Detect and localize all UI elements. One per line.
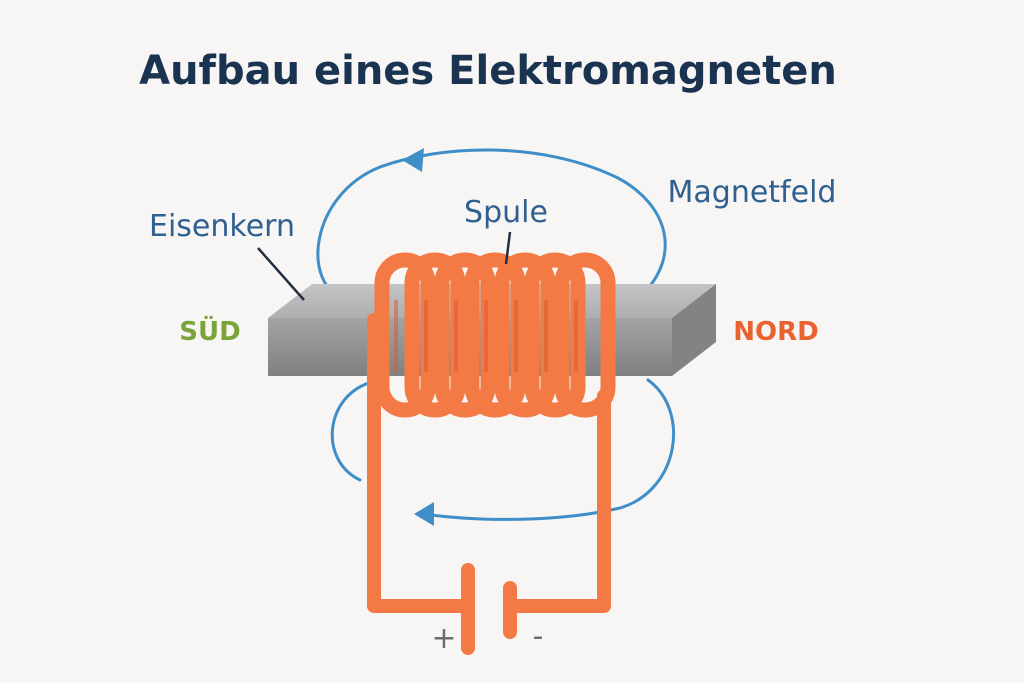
arrow-head-upper (402, 148, 424, 172)
field-line-upper (316, 148, 667, 302)
label-north: NORD (733, 317, 818, 347)
pointer-core (257, 247, 305, 301)
label-south: SÜD (179, 314, 240, 347)
circuit-wire (367, 313, 611, 613)
label-minus: - (533, 619, 544, 654)
coil (374, 252, 616, 418)
arrow-head-lower (414, 502, 434, 526)
label-plus: + (431, 621, 456, 656)
iron-core-side (672, 284, 716, 376)
page-title: Aufbau eines Elektromagneten (139, 48, 837, 94)
field-line-lower (330, 378, 676, 521)
label-field: Magnetfeld (668, 175, 837, 210)
pointer-coil (504, 231, 512, 265)
label-core: Eisenkern (149, 209, 295, 244)
battery (461, 563, 517, 655)
label-coil: Spule (464, 195, 548, 230)
coil-shadow (394, 300, 578, 372)
